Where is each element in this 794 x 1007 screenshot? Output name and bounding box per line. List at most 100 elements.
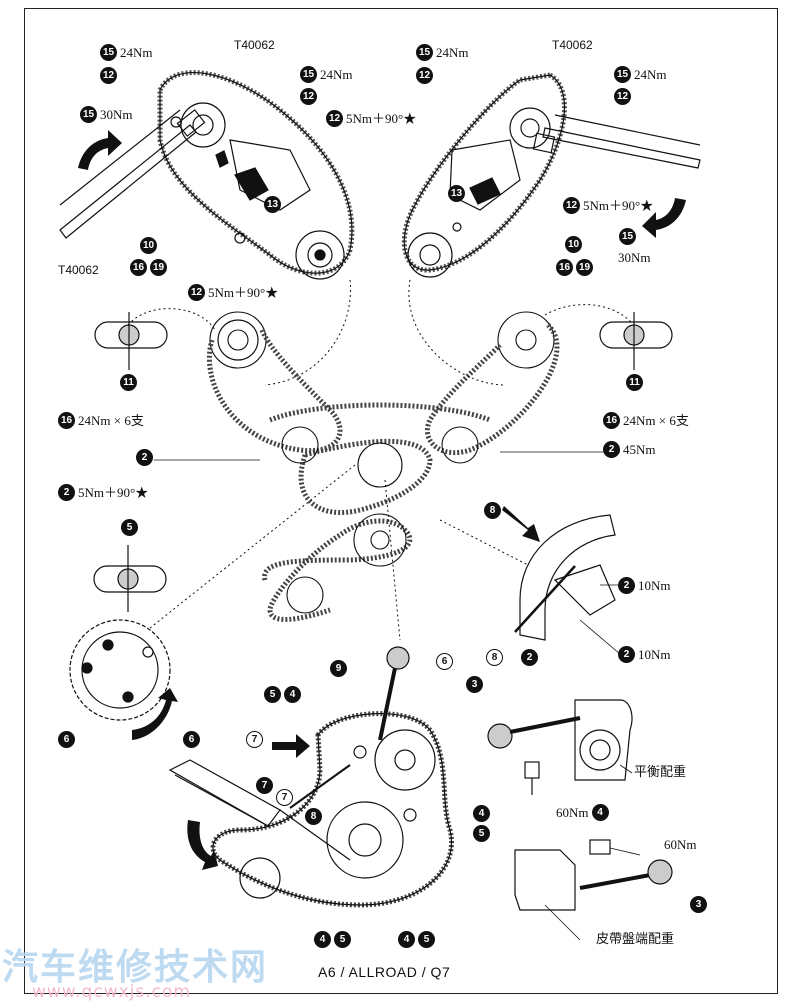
callout-number: 12 bbox=[188, 284, 205, 301]
callout-number: 2 bbox=[618, 646, 635, 663]
label-right-30nm: 30Nm bbox=[618, 250, 651, 266]
left-head-chain-assembly bbox=[157, 70, 355, 280]
label-60nm-4: 60Nm 4 bbox=[556, 804, 609, 821]
callout-number: 5 bbox=[418, 931, 435, 948]
label-right-15-30: 15 bbox=[619, 228, 636, 245]
label-right-15-24nm: 15 24Nm bbox=[416, 44, 469, 61]
callout-number: 10 bbox=[565, 236, 582, 253]
part-name: 平衡配重 bbox=[634, 764, 687, 779]
label-2-5nm: 2 5Nm＋90°★ bbox=[58, 484, 148, 501]
lower-rotate-arrow bbox=[187, 820, 218, 870]
left-torque-arrow bbox=[78, 130, 122, 170]
label-11-left: 11 bbox=[120, 374, 137, 391]
torque-value: 30Nm bbox=[618, 250, 651, 265]
torque-value: 5Nm＋90°★ bbox=[78, 484, 149, 500]
label-left-12-bottom: 12 5Nm＋90°★ bbox=[188, 284, 278, 301]
label-8-bottom: 8 bbox=[305, 808, 322, 825]
pin-7 bbox=[289, 764, 351, 809]
right-wrench-tool bbox=[532, 114, 701, 169]
callout-number: 15 bbox=[100, 44, 117, 61]
right-torque-arrow bbox=[642, 198, 686, 238]
callout-number: 8 bbox=[484, 502, 501, 519]
label-balance-weight: 平衡配重 bbox=[634, 764, 686, 780]
callout-number: 8 bbox=[305, 808, 322, 825]
callout-number: 9 bbox=[330, 660, 347, 677]
callout-number: 4 bbox=[398, 931, 415, 948]
label-6-outline: 6 bbox=[436, 653, 453, 670]
callout-number: 8 bbox=[486, 649, 503, 666]
callout-number: 5 bbox=[473, 825, 490, 842]
left-wrench-tool bbox=[59, 109, 206, 239]
callout-number: 2 bbox=[603, 441, 620, 458]
right-head-chain-assembly bbox=[401, 72, 567, 278]
label-16-left: 16 24Nm × 6支 bbox=[58, 412, 144, 429]
label-2-10nm-a: 2 10Nm bbox=[618, 577, 671, 594]
callout-number: 13 bbox=[448, 185, 465, 202]
torque-value: 24Nm bbox=[634, 66, 667, 82]
pulley-counterweight-assembly bbox=[514, 839, 673, 911]
label-left-12b: 12 bbox=[300, 88, 317, 105]
label-6-left: 6 bbox=[58, 731, 75, 748]
torque-value: 24Nm × 6支 bbox=[78, 412, 144, 428]
callout-number: 7 bbox=[246, 731, 263, 748]
callout-number: 12 bbox=[326, 110, 343, 127]
callout-number: 5 bbox=[121, 519, 138, 536]
label-left-15-30nm: 15 30Nm bbox=[80, 106, 133, 123]
label-right-16-19: 16 19 bbox=[556, 259, 593, 276]
label-7-outline: 7 bbox=[246, 731, 263, 748]
torque-value: 10Nm bbox=[638, 577, 671, 593]
watermark-text: 汽车维修技术网 bbox=[2, 947, 269, 988]
callout-number: 15 bbox=[416, 44, 433, 61]
callout-number: 10 bbox=[140, 237, 157, 254]
label-right-10: 10 bbox=[565, 236, 582, 253]
locking-pin bbox=[378, 646, 410, 741]
label-right-15b: 15 24Nm bbox=[614, 66, 667, 83]
callout-number: 16 bbox=[556, 259, 573, 276]
dotted-leaders bbox=[127, 279, 633, 641]
callout-number: 16 bbox=[130, 259, 147, 276]
model-caption: A6 / ALLROAD / Q7 bbox=[318, 964, 451, 980]
callout-number: 2 bbox=[58, 484, 75, 501]
crank-sprocket bbox=[69, 619, 171, 721]
label-right-tool: T40062 bbox=[552, 37, 593, 53]
callout-number: 4 bbox=[591, 804, 609, 821]
label-left-16-19: 16 19 bbox=[130, 259, 167, 276]
torque-value: 24Nm bbox=[120, 44, 153, 60]
callout-number: 19 bbox=[150, 259, 167, 276]
label-7-outline-2: 7 bbox=[276, 789, 293, 806]
tool-name: T40062 bbox=[58, 263, 99, 277]
right-washer bbox=[599, 312, 673, 370]
callout-number: 13 bbox=[264, 196, 281, 213]
label-right-12-5nm: 12 5Nm＋90°★ bbox=[563, 197, 653, 214]
callout-number: 12 bbox=[300, 88, 317, 105]
label-4-5-a: 4 5 bbox=[314, 931, 351, 948]
label-left-12-5nm: 12 5Nm＋90°★ bbox=[326, 110, 416, 127]
callout-number: 2 bbox=[521, 649, 538, 666]
left-washer bbox=[94, 312, 168, 370]
lower-chain-assembly bbox=[210, 711, 454, 908]
label-3-top: 3 bbox=[466, 676, 483, 693]
label-3-bottom: 3 bbox=[690, 896, 707, 913]
tool-name: T40062 bbox=[234, 38, 275, 52]
tensioner-cover bbox=[514, 514, 616, 641]
callout-number: 6 bbox=[58, 731, 75, 748]
label-5-4-top: 5 4 bbox=[264, 686, 301, 703]
callout-number: 12 bbox=[100, 67, 117, 84]
torque-value: 5Nm＋90°★ bbox=[583, 197, 654, 213]
label-2-small: 2 bbox=[521, 649, 538, 666]
arrow-7 bbox=[272, 734, 310, 758]
label-6-arrow: 6 bbox=[183, 731, 200, 748]
label-2-10nm-b: 2 10Nm bbox=[618, 646, 671, 663]
label-60nm: 60Nm bbox=[664, 837, 697, 853]
label-right-12: 12 bbox=[416, 67, 433, 84]
label-4-5-b: 4 5 bbox=[398, 931, 435, 948]
callout-number: 4 bbox=[284, 686, 301, 703]
callout-number: 16 bbox=[603, 412, 620, 429]
label-16-right: 16 24Nm × 6支 bbox=[603, 412, 689, 429]
balance-weight-assembly bbox=[487, 699, 633, 795]
label-5-left: 5 bbox=[121, 519, 138, 536]
label-left-10: 10 bbox=[140, 237, 157, 254]
cam-sprocket-left bbox=[217, 319, 259, 361]
